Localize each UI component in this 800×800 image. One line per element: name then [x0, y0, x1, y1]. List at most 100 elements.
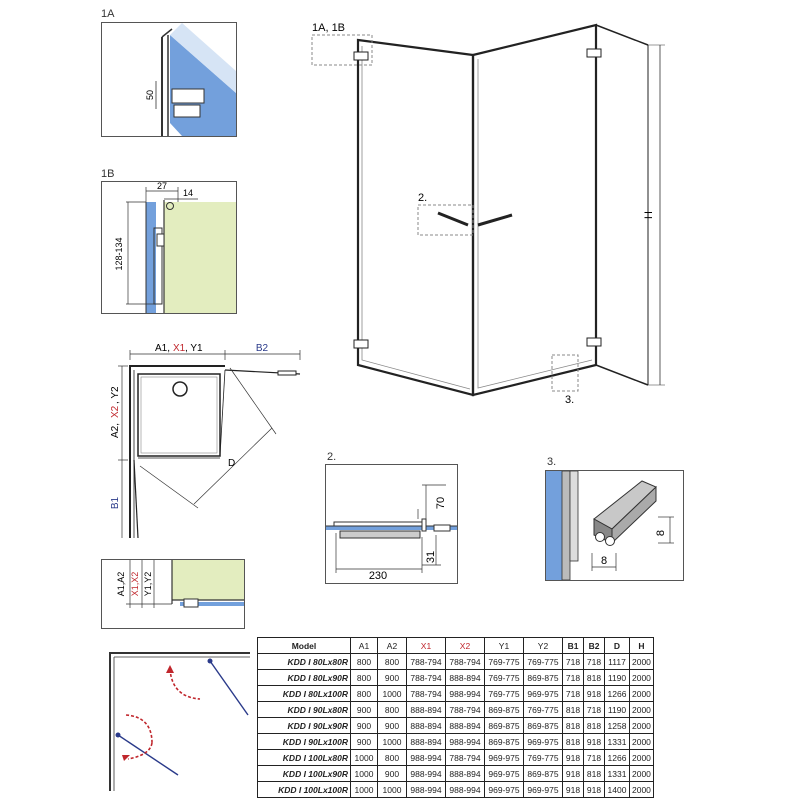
det4-y: Y1,Y2 — [143, 572, 153, 597]
table-cell: 988-994 — [406, 749, 446, 766]
detail-1a-drawing: 50 — [145, 23, 236, 136]
table-header-cell: X2 — [445, 637, 485, 654]
table-cell: 918 — [583, 685, 605, 702]
dim-3-8a: 8 — [655, 530, 667, 536]
table-cell: 1400 — [604, 781, 630, 798]
dim-1a-50: 50 — [145, 90, 155, 100]
table-cell: 800 — [377, 653, 407, 670]
table-cell: 969-975 — [484, 781, 524, 798]
table-cell: 2000 — [629, 765, 654, 782]
table-cell: 1331 — [604, 733, 630, 750]
table-cell: 2000 — [629, 701, 654, 718]
detail-wall-drawing: A1,A2 X1,X2 Y1,Y2 — [116, 560, 244, 608]
det4-a: A1,A2 — [116, 572, 126, 597]
table-cell: 918 — [583, 733, 605, 750]
detail-1b-box: 27 14 128-134 — [101, 181, 237, 314]
table-header-cell: A1 — [350, 637, 378, 654]
detail-3-label: 3. — [547, 456, 557, 468]
table-cell: 969-975 — [523, 781, 563, 798]
table-cell: 2000 — [629, 749, 654, 766]
table-cell: 2000 — [629, 781, 654, 798]
table-cell: 718 — [562, 685, 584, 702]
plan-left-x2: X2 — [110, 405, 121, 418]
table-cell: 869-875 — [484, 717, 524, 734]
table-cell: 769-775 — [484, 669, 524, 686]
table-cell: 869-875 — [523, 669, 563, 686]
dim-1b-128: 128-134 — [114, 237, 124, 270]
table-header-cell: D — [604, 637, 630, 654]
plan-view-drawing: A1, X1 , Y1 B2 A2, X2 , Y2 B1 D — [110, 343, 301, 539]
table-cell: 888-894 — [406, 733, 446, 750]
table-cell: 869-875 — [523, 765, 563, 782]
table-cell: 900 — [350, 733, 378, 750]
table-cell: 888-894 — [445, 717, 485, 734]
dim-2-31: 31 — [425, 551, 437, 563]
table-cell: 888-894 — [406, 717, 446, 734]
table-cell: 969-975 — [523, 733, 563, 750]
table-cell: 1000 — [350, 765, 378, 782]
table-cell-model: KDD I 100Lx100R — [257, 781, 351, 798]
detail-3-drawing: 8 8 — [546, 471, 674, 580]
table-cell: 988-994 — [406, 781, 446, 798]
table-header-cell: Y1 — [484, 637, 524, 654]
detail-1a-label: 1A — [101, 8, 115, 20]
table-cell: 2000 — [629, 717, 654, 734]
table-cell: 969-975 — [523, 685, 563, 702]
plan-top-y1: , Y1 — [185, 343, 203, 354]
table-cell: 1190 — [604, 701, 630, 718]
table-cell: 918 — [562, 781, 584, 798]
table-cell: 818 — [562, 701, 584, 718]
main-label-h: H — [643, 211, 655, 219]
table-cell: 788-794 — [406, 669, 446, 686]
table-cell-model: KDD I 80Lx90R — [257, 669, 351, 686]
table-cell-model: KDD I 90Lx100R — [257, 733, 351, 750]
plan-left-y2: , Y2 — [110, 386, 121, 404]
table-cell: 2000 — [629, 685, 654, 702]
det4-x: X1,X2 — [130, 572, 140, 597]
detail-2-label: 2. — [327, 451, 337, 463]
table-cell: 988-994 — [445, 733, 485, 750]
table-cell: 1117 — [604, 653, 630, 670]
table-cell: 869-875 — [523, 717, 563, 734]
table-cell: 788-794 — [406, 653, 446, 670]
table-cell: 769-775 — [523, 653, 563, 670]
table-cell: 800 — [350, 653, 378, 670]
table-cell: 888-894 — [445, 669, 485, 686]
table-cell-model: KDD I 90Lx90R — [257, 717, 351, 734]
table-cell: 969-975 — [484, 749, 524, 766]
table-cell: 900 — [350, 701, 378, 718]
table-cell: 988-994 — [406, 765, 446, 782]
table-header-cell: X1 — [406, 637, 446, 654]
table-header-cell: Model — [257, 637, 351, 654]
table-cell: 988-994 — [445, 781, 485, 798]
table-cell: 769-775 — [484, 685, 524, 702]
table-cell: 788-794 — [445, 701, 485, 718]
detail-wall-box: A1,A2 X1,X2 Y1,Y2 — [101, 559, 245, 629]
table-cell: 869-875 — [484, 701, 524, 718]
table-cell: 718 — [562, 669, 584, 686]
table-cell: 800 — [377, 749, 407, 766]
door-swing-drawing — [109, 652, 250, 791]
table-cell: 918 — [583, 781, 605, 798]
table-cell: 818 — [583, 765, 605, 782]
table-cell: 918 — [562, 749, 584, 766]
table-cell: 888-894 — [445, 765, 485, 782]
table-cell: 900 — [350, 717, 378, 734]
detail-1a-box: 50 — [101, 22, 237, 137]
table-cell: 788-794 — [445, 653, 485, 670]
table-cell: 818 — [583, 717, 605, 734]
table-cell: 1258 — [604, 717, 630, 734]
plan-top-x1: X1 — [173, 343, 186, 354]
main-enclosure-drawing: 1A, 1B 2. 3. H — [311, 22, 665, 406]
detail-3-box: 8 8 — [545, 470, 684, 581]
table-cell: 718 — [583, 701, 605, 718]
plan-left-a2: A2, — [110, 423, 121, 438]
table-cell: 1000 — [377, 781, 407, 798]
table-cell: 1266 — [604, 749, 630, 766]
